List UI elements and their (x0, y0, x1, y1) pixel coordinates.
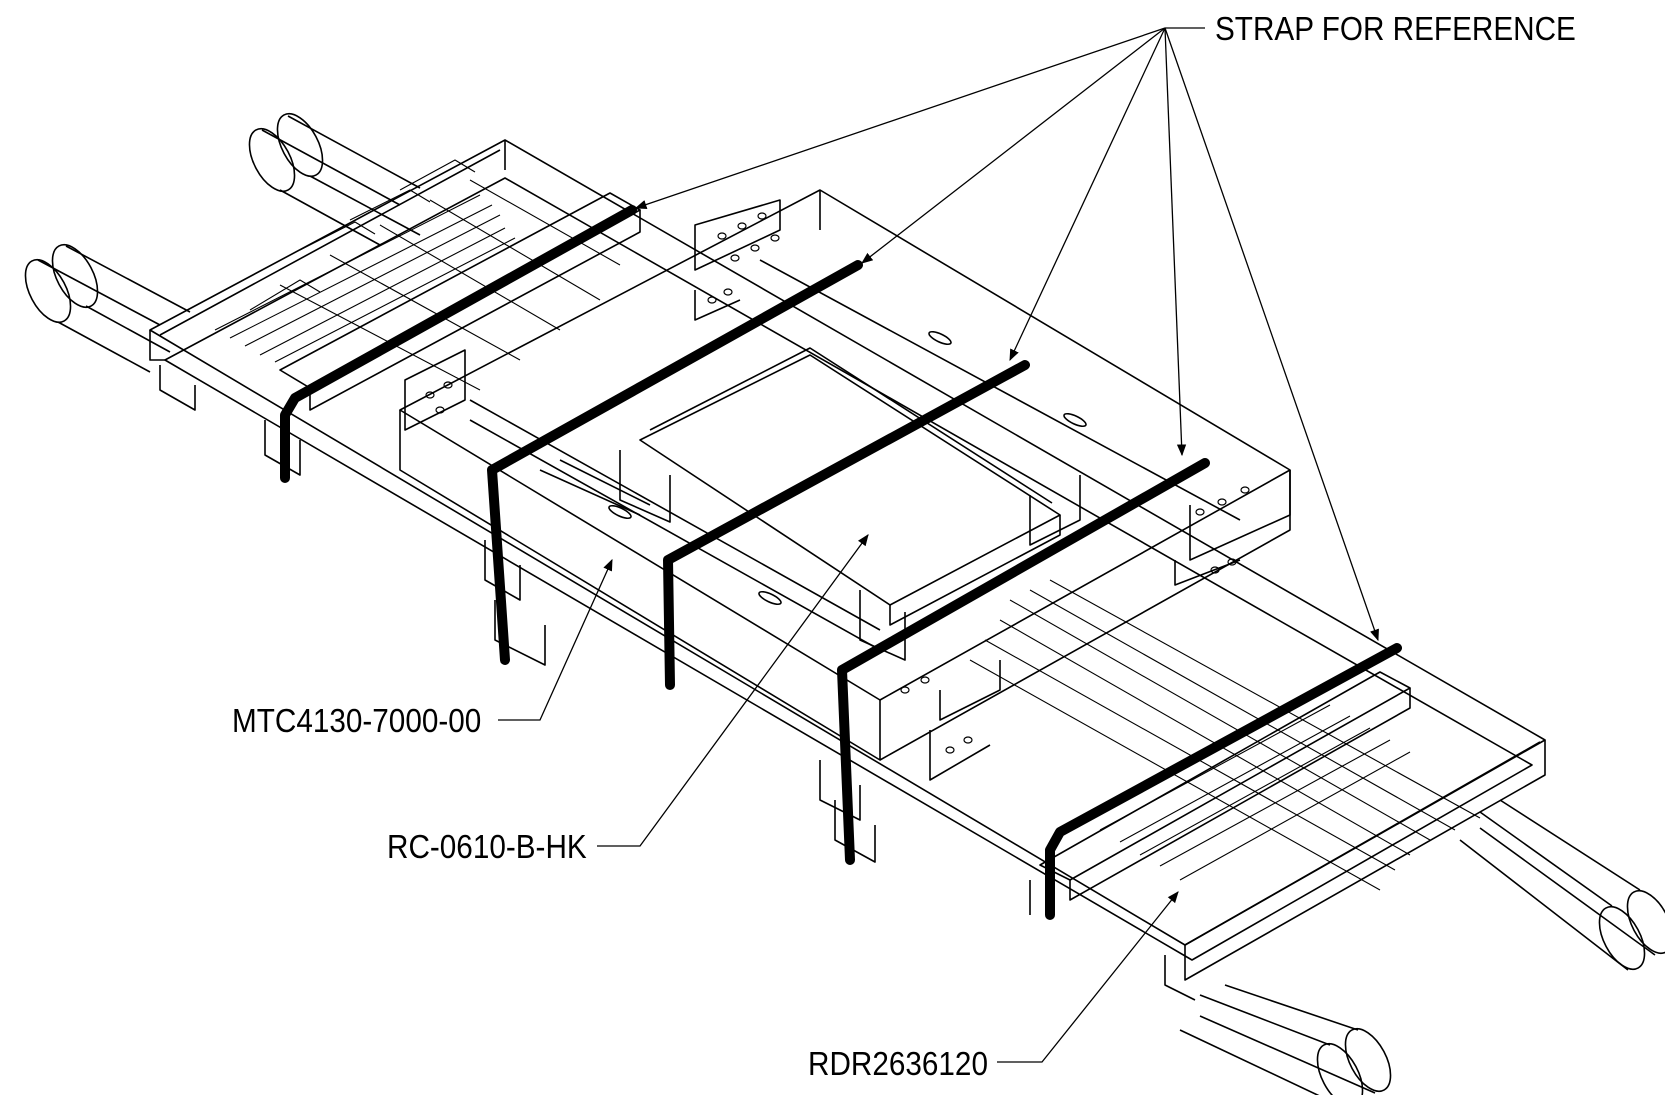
cover-callout-label: RC-0610-B-HK (387, 828, 587, 865)
strap-leader-2 (861, 27, 1166, 264)
strap-leader-3 (1009, 27, 1166, 362)
straps (280, 205, 1402, 920)
bolt-holes (425, 212, 1250, 754)
tray-callout-label: MTC4130-7000-00 (232, 702, 482, 739)
strap-leader-1 (634, 27, 1166, 210)
corrugated-panels (214, 159, 1481, 891)
strap-2 (487, 260, 863, 665)
cover-leader (597, 534, 869, 847)
pallet-leader (997, 891, 1179, 1063)
skid-pipes (24, 113, 1665, 1100)
strap-5 (1045, 643, 1402, 920)
strap-3 (663, 360, 1030, 690)
strap-4 (837, 458, 1210, 865)
end-cross-boards (279, 192, 1411, 901)
pallet-callout-label: RDR2636120 (808, 1045, 988, 1082)
leader-lines (498, 27, 1379, 1063)
strap-1 (280, 205, 637, 483)
tray-leader (498, 558, 613, 721)
strap-leader-5 (1164, 27, 1379, 642)
strap-leader-4 (1164, 27, 1187, 457)
strap-callout-label: STRAP FOR REFERENCE (1215, 10, 1576, 47)
